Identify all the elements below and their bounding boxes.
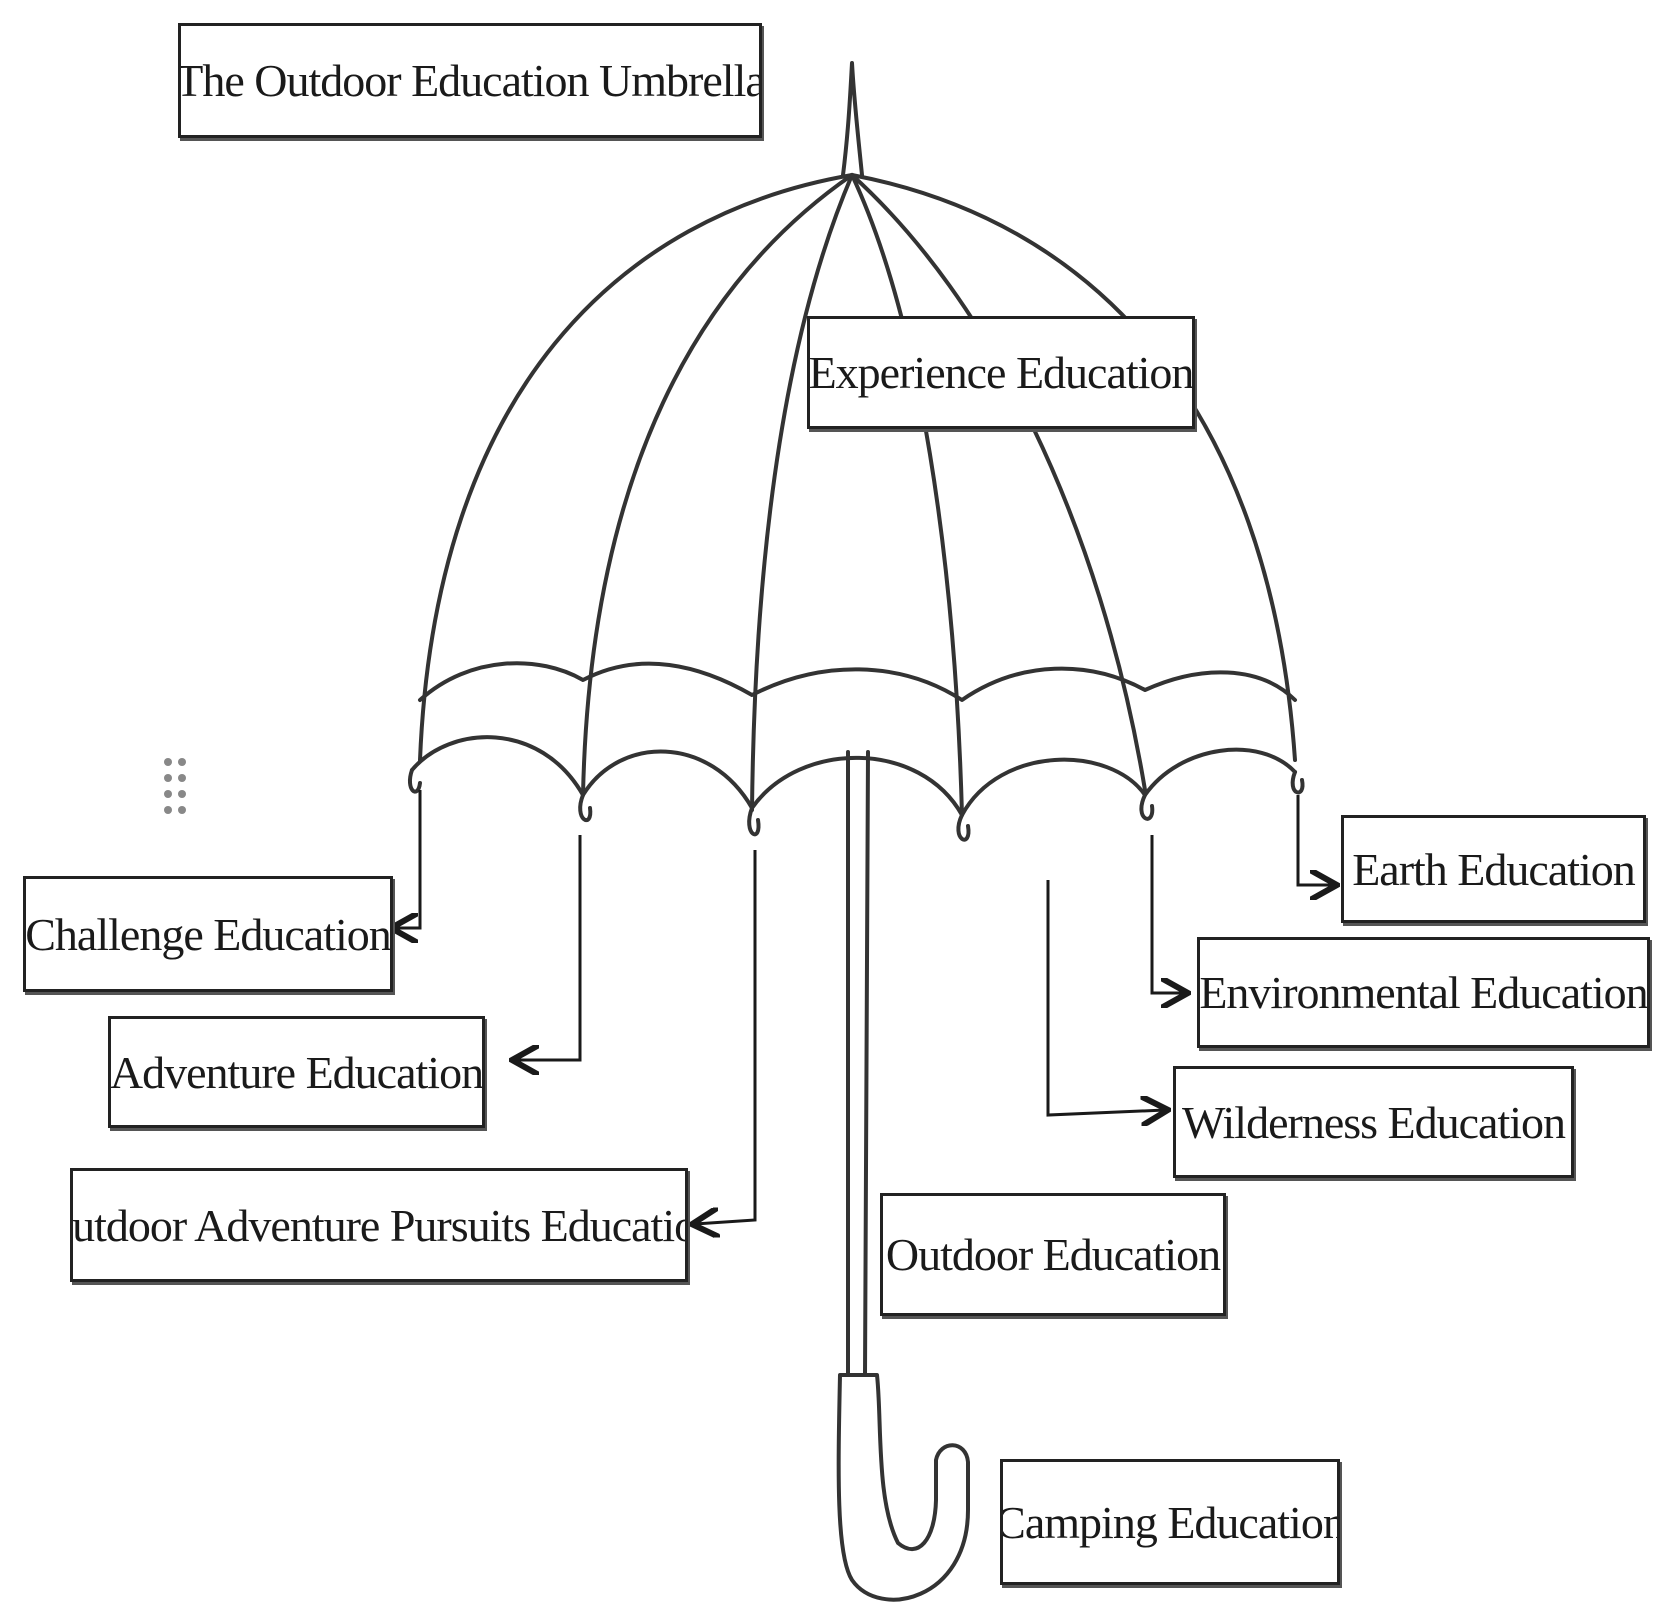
umbrella-icon — [408, 61, 1305, 1602]
umbrella-rib — [850, 173, 1147, 792]
umbrella-rib — [850, 173, 964, 817]
umbrella-canopy-outline — [418, 173, 854, 762]
label-challenge-education: Challenge Education — [23, 876, 393, 992]
umbrella-rib — [581, 173, 854, 797]
label-camping-education: Camping Education — [1000, 1459, 1340, 1585]
label-text: Earth Education — [1352, 843, 1636, 895]
label-text: Wilderness Education — [1181, 1096, 1566, 1148]
arrow-challenge — [394, 790, 422, 928]
label-earth-education: Earth Education — [1341, 815, 1646, 923]
umbrella-hem-upper — [418, 661, 1297, 702]
umbrella-hem-lower — [410, 735, 1297, 817]
drag-handle-icon — [164, 758, 186, 814]
connector-arrows — [394, 790, 1334, 1224]
label-environmental-education: Environmental Education — [1197, 937, 1650, 1048]
label-text: Environmental Education — [1199, 967, 1648, 1018]
diagram-title-text: The Outdoor Education Umbrella — [178, 55, 762, 106]
diagram-title: The Outdoor Education Umbrella — [178, 23, 762, 138]
label-text: Challenge Education — [25, 908, 391, 960]
arrow-outdoor-adventure-pursuits — [695, 850, 757, 1224]
arrow-environmental — [1150, 835, 1185, 993]
umbrella-rib — [750, 173, 854, 812]
label-wilderness-education: Wilderness Education — [1173, 1066, 1574, 1178]
arrow-adventure — [515, 835, 582, 1060]
label-experience-education: Experience Education — [807, 316, 1195, 429]
label-text: Outdoor Adventure Pursuits Education — [70, 1199, 688, 1251]
umbrella-tip — [841, 61, 864, 177]
label-text: Outdoor Education — [885, 1229, 1221, 1280]
label-text: Adventure Education — [109, 1046, 484, 1098]
umbrella-handle — [836, 1373, 970, 1602]
arrow-wilderness — [1046, 880, 1165, 1115]
label-outdoor-adventure-pursuits-education: Outdoor Adventure Pursuits Education — [70, 1168, 688, 1282]
arrow-earth — [1296, 795, 1334, 885]
label-text: Camping Education — [1000, 1496, 1340, 1548]
label-outdoor-education: Outdoor Education — [880, 1193, 1226, 1316]
label-adventure-education: Adventure Education — [108, 1016, 485, 1128]
label-text: Experience Education — [808, 347, 1194, 398]
